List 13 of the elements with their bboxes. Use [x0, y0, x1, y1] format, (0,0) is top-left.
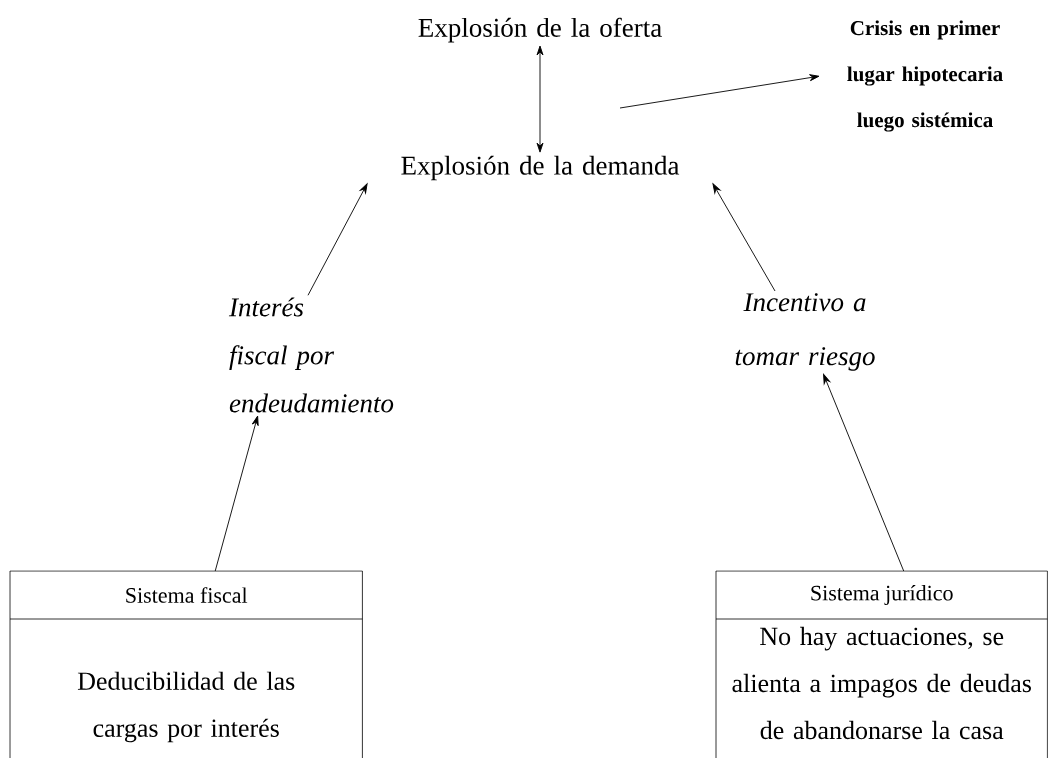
factor-text: Interés fiscal por endeudamiento	[228, 297, 394, 413]
arrow	[536, 45, 544, 153]
arrow	[214, 415, 259, 572]
table-box: Sistema jurídico No hay actuaciones, se alienta a impagos de deudas de abandonarse la casa	[715, 570, 1048, 758]
heading-text: Explosión de la demanda	[401, 155, 680, 181]
callout-text: Crisis en primer lugar hipotecaria luego sistémica	[847, 20, 1003, 132]
arrow	[712, 183, 776, 292]
arrow	[823, 373, 905, 572]
table-box: Sistema fiscal Deducibilidad de las cargas por interés	[9, 570, 363, 758]
factor-text: Incentivo a tomar riesgo	[735, 293, 875, 371]
arrow	[619, 74, 820, 109]
arrow	[307, 183, 368, 296]
heading-text: Explosión de la oferta	[418, 17, 662, 43]
